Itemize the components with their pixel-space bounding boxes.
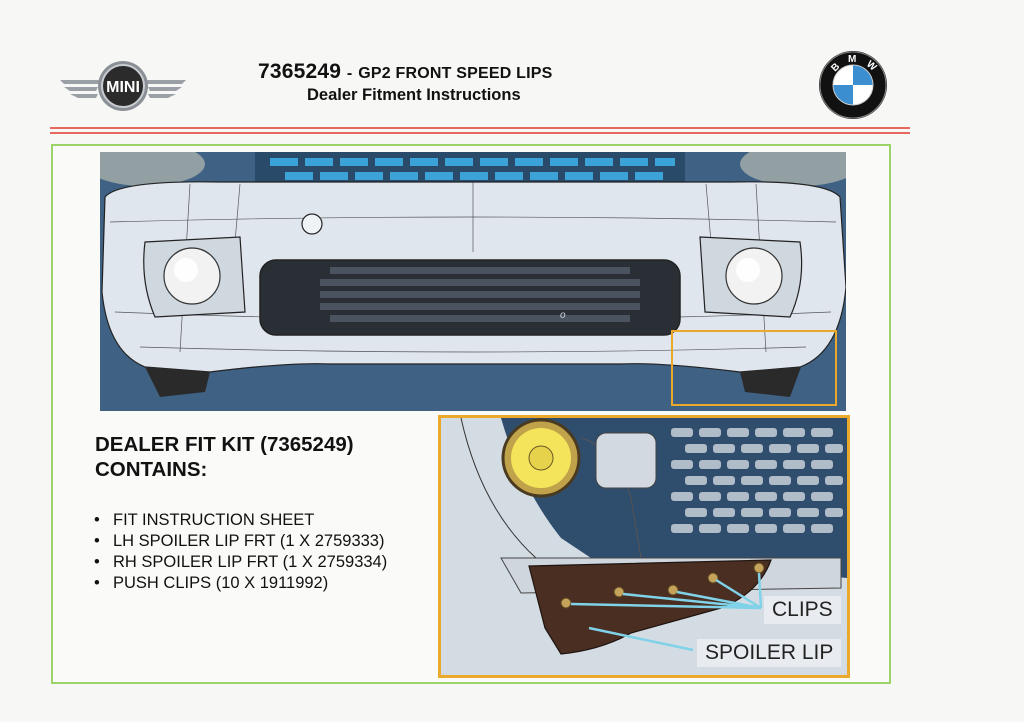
front-bumper-illustration: o — [100, 152, 846, 411]
document-subtitle: Dealer Fitment Instructions — [307, 86, 521, 104]
svg-text:o: o — [560, 310, 566, 321]
bmw-letter-m: M — [848, 54, 856, 65]
clips-callout-label: CLIPS — [764, 596, 841, 624]
detail-illustration — [441, 418, 847, 675]
part-number: 7365249 — [258, 60, 342, 83]
kit-item: FIT INSTRUCTION SHEET — [92, 510, 387, 531]
product-name: GP2 FRONT SPEED LIPS — [358, 65, 553, 82]
kit-heading-line2: CONTAINS: — [95, 458, 208, 481]
title-separator: - — [346, 65, 353, 82]
bmw-roundel-logo: B M W — [819, 51, 887, 119]
document-title: 7365249 - GP2 FRONT SPEED LIPS — [258, 60, 552, 84]
spoiler-lip-detail-view: CLIPS SPOILER LIP — [438, 415, 850, 678]
kit-item: PUSH CLIPS (10 X 1911992) — [92, 573, 387, 594]
kit-heading: DEALER FIT KIT (7365249) CONTAINS: — [95, 432, 415, 482]
mini-logo: MINI — [60, 61, 186, 111]
kit-contents-list: FIT INSTRUCTION SHEET LH SPOILER LIP FRT… — [92, 510, 387, 594]
header-rule-bottom — [50, 132, 910, 134]
bumper-detail-highlight — [671, 330, 837, 406]
kit-item: RH SPOILER LIP FRT (1 X 2759334) — [92, 552, 387, 573]
spoiler-lip-callout-label: SPOILER LIP — [697, 639, 842, 667]
header-rule-top — [50, 127, 910, 129]
kit-heading-line1: DEALER FIT KIT (7365249) — [95, 433, 354, 456]
mini-logo-text: MINI — [106, 79, 140, 96]
kit-item: LH SPOILER LIP FRT (1 X 2759333) — [92, 531, 387, 552]
